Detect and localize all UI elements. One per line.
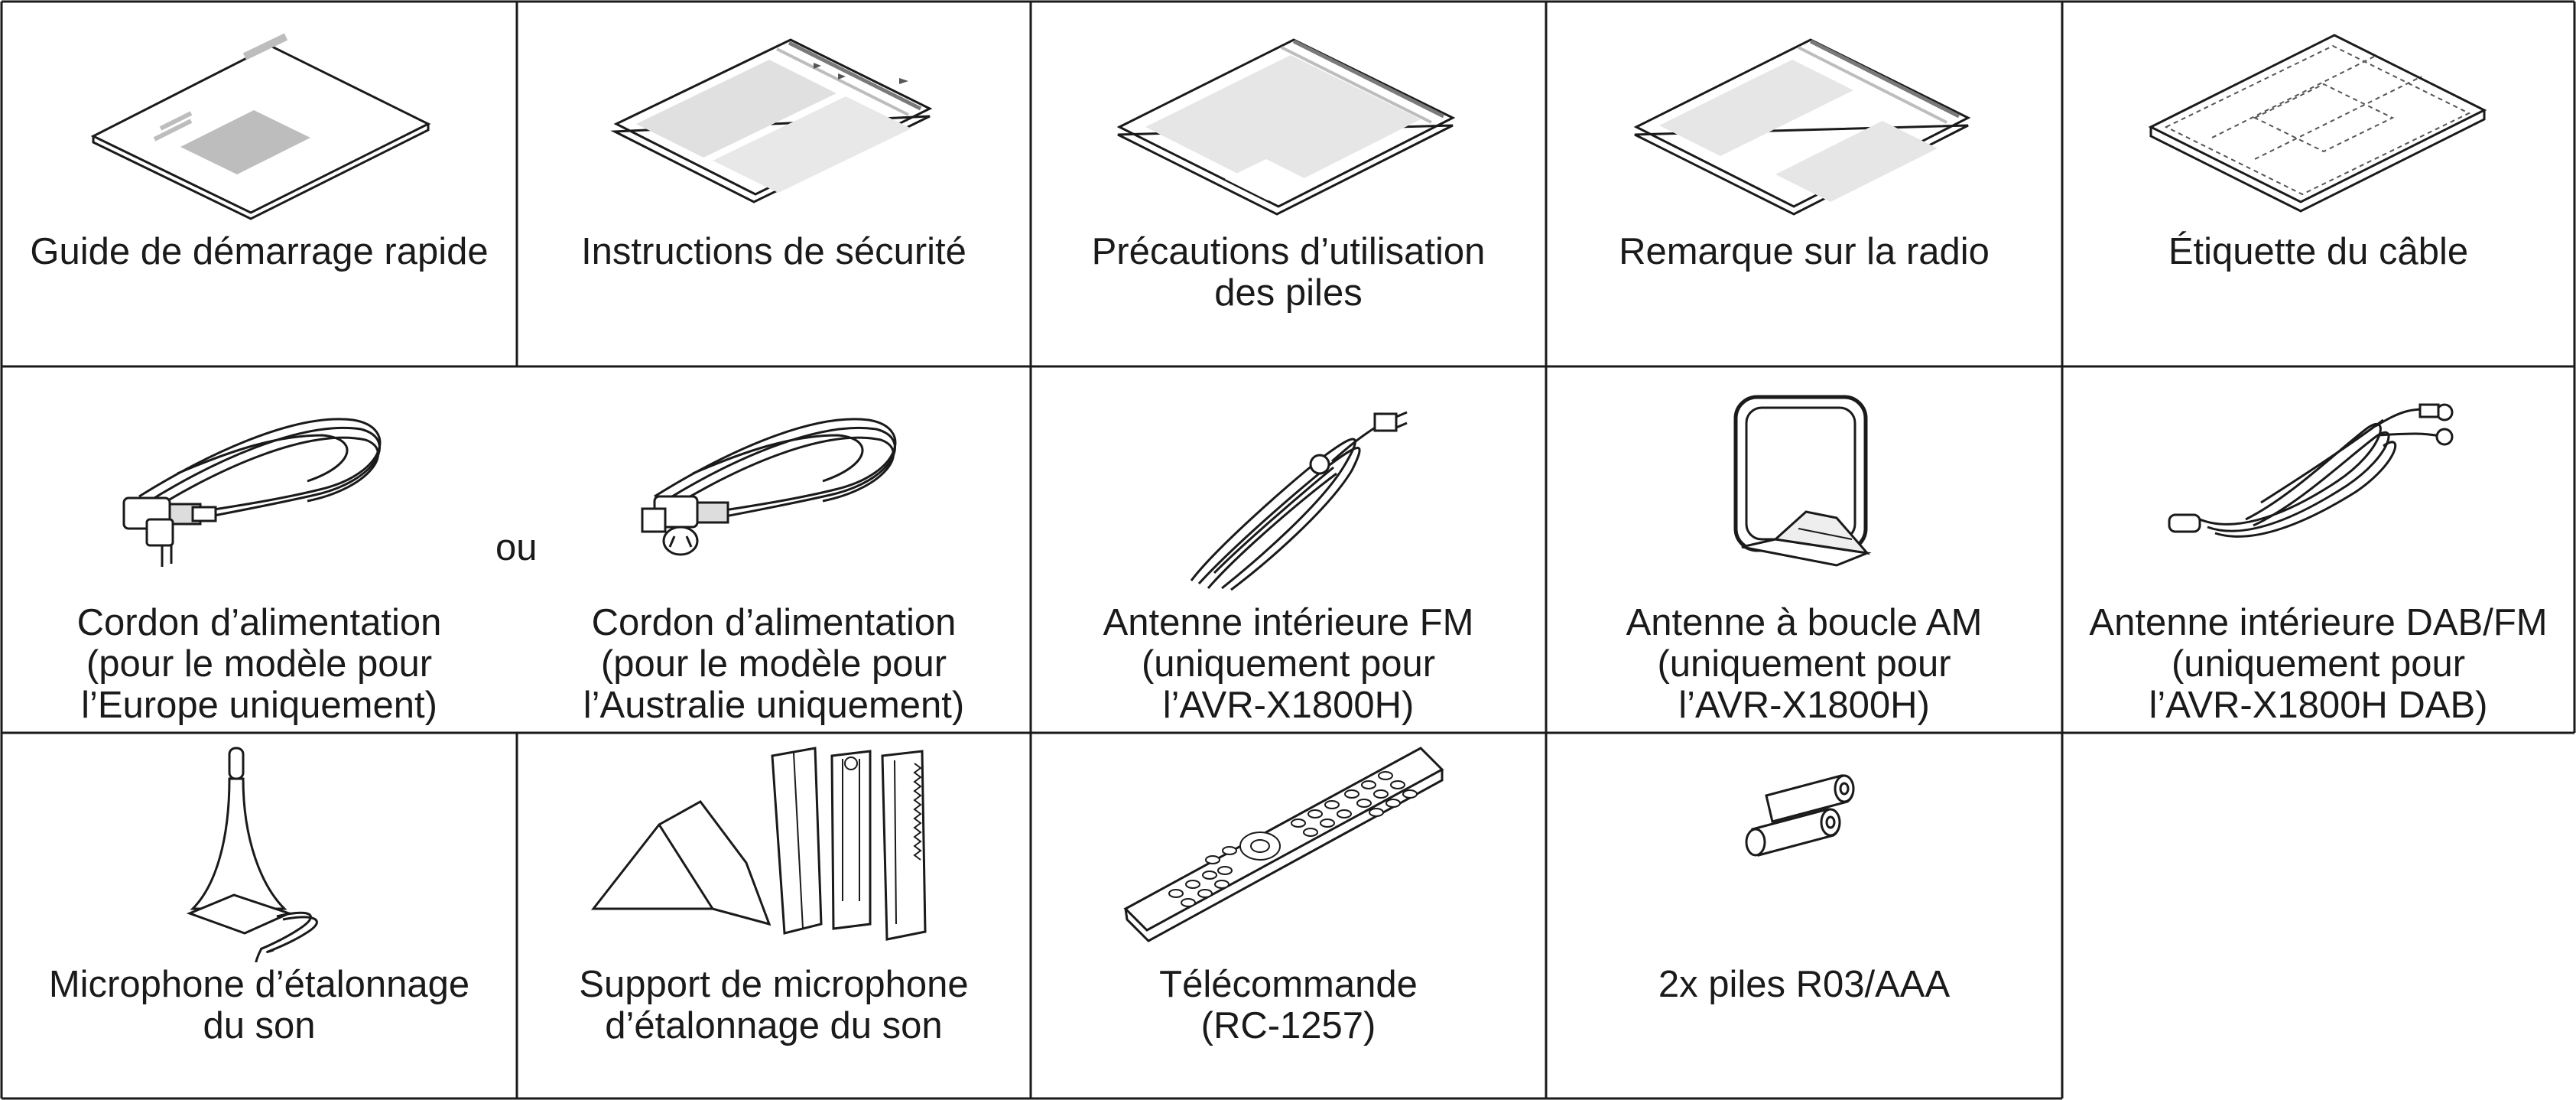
or-separator: ou — [495, 527, 538, 568]
cell-fm-antenna: Antenne intérieure FM (uniquement pour l… — [1031, 366, 1546, 733]
dab-antenna-icon — [2168, 403, 2454, 538]
am-loop-antenna-icon — [1733, 395, 1872, 567]
power-cord-au-icon — [641, 418, 897, 556]
mic-stand-icon — [590, 747, 927, 941]
batteries-icon — [1745, 774, 1855, 857]
microphone-icon — [186, 747, 318, 962]
cell-remote-control: Télécommande (RC-1257) — [1031, 733, 1546, 1098]
cell-dab-fm-antenna: Antenne intérieure DAB/FM (uniquement po… — [2062, 366, 2574, 733]
cell-mic-stand: Support de microphone d’étalonnage du so… — [517, 733, 1031, 1098]
item-label: Étiquette du câble — [2168, 231, 2469, 272]
item-label: Support de microphone d’étalonnage du so… — [579, 964, 969, 1046]
item-label: Précautions d’utilisation des piles — [1091, 231, 1486, 314]
item-label: Microphone d’étalonnage du son — [48, 964, 470, 1046]
item-label: 2x piles R03/AAA — [1658, 964, 1951, 1005]
cell-power-cord-eu: Cordon d’alimentation (pour le modèle po… — [2, 366, 517, 733]
cell-am-loop-antenna: Antenne à boucle AM (uniquement pour l’A… — [1546, 366, 2062, 733]
fm-antenna-icon — [1190, 411, 1408, 591]
item-label: Instructions de sécurité — [581, 231, 966, 272]
item-label: Guide de démarrage rapide — [30, 231, 489, 272]
folded-sheet-icon — [610, 38, 933, 203]
cell-battery-precautions: Précautions d’utilisation des piles — [1031, 2, 1546, 366]
label-sheet-icon — [2148, 34, 2487, 213]
item-label: Cordon d’alimentation (pour le modèle po… — [583, 602, 965, 726]
cell-radio-note: Remarque sur la radio — [1546, 2, 2062, 366]
folded-sheet-icon — [1116, 38, 1456, 216]
folded-sheet-icon — [1633, 38, 1971, 216]
cell-safety-instructions: Instructions de sécurité — [517, 2, 1031, 366]
cell-calibration-mic: Microphone d’étalonnage du son — [2, 733, 517, 1098]
item-label: Cordon d’alimentation (pour le modèle po… — [76, 602, 442, 726]
cell-quick-start-guide: Guide de démarrage rapide — [2, 2, 517, 366]
cell-batteries: 2x piles R03/AAA — [1546, 733, 2062, 1098]
item-label: Antenne à boucle AM (uniquement pour l’A… — [1626, 602, 1983, 726]
cell-cable-label: Étiquette du câble — [2062, 2, 2574, 366]
item-label: Remarque sur la radio — [1619, 231, 1990, 272]
power-cord-eu-icon — [122, 418, 382, 567]
remote-control-icon — [1123, 747, 1444, 942]
booklet-icon — [90, 33, 431, 220]
item-label: Télécommande (RC-1257) — [1159, 964, 1418, 1046]
cell-power-cord-au: Cordon d’alimentation (pour le modèle po… — [517, 366, 1031, 733]
item-label: Antenne intérieure FM (uniquement pour l… — [1103, 602, 1474, 726]
item-label: Antenne intérieure DAB/FM (uniquement po… — [2089, 602, 2548, 726]
